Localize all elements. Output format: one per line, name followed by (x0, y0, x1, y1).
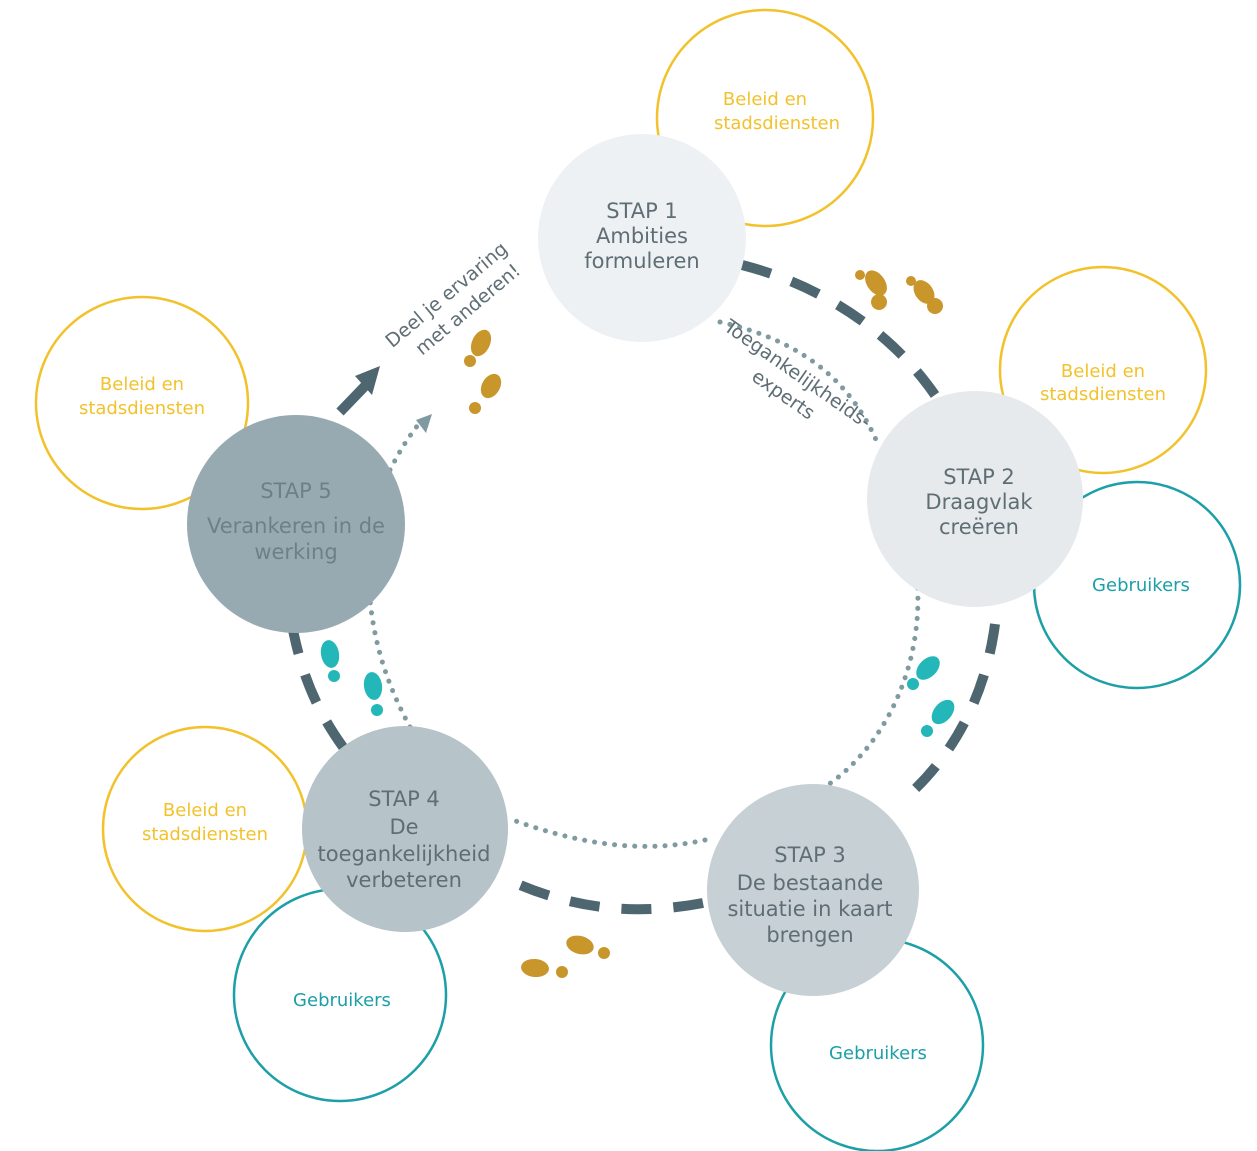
step-5-number: STAP 5 (260, 479, 332, 503)
main-path (288, 260, 1000, 915)
stakeholder-label-policy-1: Beleid en stadsdiensten (714, 89, 840, 134)
stakeholder-label-users-3: Gebruikers (829, 1043, 927, 1064)
step-3-title-cont: situatie in kaart (727, 897, 892, 921)
arrow-up-right-icon (416, 414, 432, 433)
step-1-number: STAP 1 (606, 199, 678, 223)
step-2-title-cont: creëren (939, 515, 1019, 539)
step-3-number: STAP 3 (774, 843, 846, 867)
step-5-text: STAP 5 Verankeren in de werking (207, 479, 385, 564)
step-1-text: STAP 1 Ambities formuleren (584, 199, 699, 273)
expert-path (367, 319, 921, 849)
step-circles (187, 134, 1083, 996)
footprints-icon (464, 329, 502, 414)
stakeholder-circle-policy-1 (655, 8, 875, 228)
step-5-title: Verankeren in de (207, 514, 385, 538)
svg-text:stadsdiensten: stadsdiensten (1040, 384, 1166, 405)
arrow-up-right-icon (336, 366, 380, 416)
step-3-circle (707, 784, 919, 996)
stakeholder-label-users-4: Gebruikers (293, 990, 391, 1011)
footprints-icon (320, 640, 383, 716)
step-4-title-cont2: verbeteren (346, 868, 462, 892)
stakeholder-label-policy-2: Beleid en stadsdiensten (1040, 361, 1166, 405)
svg-text:Beleid en: Beleid en (100, 374, 184, 395)
step-1-title-cont: formuleren (584, 249, 699, 273)
step-3-title: De bestaande (737, 871, 884, 895)
step-2-number: STAP 2 (943, 465, 1015, 489)
step-4-title-cont: toegankelijkheid (318, 842, 491, 866)
svg-text:stadsdiensten: stadsdiensten (79, 398, 205, 419)
step-2-circle (867, 391, 1083, 607)
step-1-circle (538, 134, 746, 342)
step-2-title: Draagvlak (925, 490, 1033, 514)
footprints-icon (521, 935, 610, 978)
share-experience-label: Deel je ervaring met anderen! (381, 238, 525, 360)
step-4-title: De (389, 815, 418, 839)
step-4-number: STAP 4 (368, 787, 440, 811)
stakeholder-label-policy-5: Beleid en stadsdiensten (79, 374, 205, 419)
stakeholder-label-policy-4: Beleid en stadsdiensten (142, 800, 268, 845)
step-3-title-cont2: brengen (766, 923, 853, 947)
svg-text:stadsdiensten: stadsdiensten (714, 113, 840, 134)
experts-label: Toegankelijkheids- experts (719, 315, 875, 433)
footprints-icon (907, 656, 955, 737)
step-3-text: STAP 3 De bestaande situatie in kaart br… (727, 843, 892, 947)
svg-text:Beleid en: Beleid en (163, 800, 247, 821)
footprints-icon (855, 270, 943, 314)
svg-text:Beleid en: Beleid en (723, 89, 807, 110)
step-5-circle (187, 415, 405, 633)
step-1-title: Ambities (596, 224, 688, 248)
step-5-title-cont: werking (254, 540, 337, 564)
stakeholder-label-users-2: Gebruikers (1092, 575, 1190, 596)
stakeholder-circle-policy-2 (998, 265, 1208, 475)
svg-text:stadsdiensten: stadsdiensten (142, 824, 268, 845)
step-4-circle (302, 726, 508, 932)
stakeholder-circle-policy-5 (34, 295, 250, 511)
svg-text:Beleid en: Beleid en (1061, 361, 1145, 382)
step-4-text: STAP 4 De toegankelijkheid verbeteren (318, 787, 491, 892)
step-2-text: STAP 2 Draagvlak creëren (925, 465, 1033, 539)
